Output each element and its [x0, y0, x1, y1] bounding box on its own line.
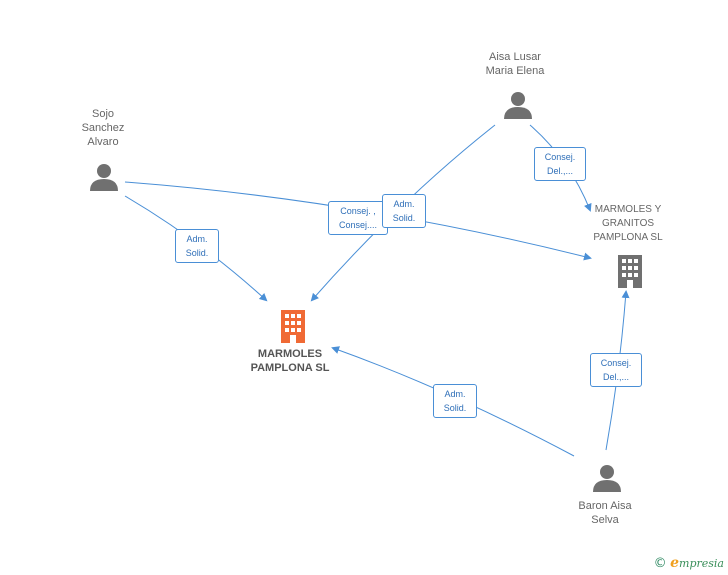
edge-label-aisa-granitos[interactable]: Consej. Del.,...: [534, 147, 586, 181]
brand-logo-initial: e: [670, 555, 680, 571]
edge-label-aisa-pamplona[interactable]: Adm. Solid.: [382, 194, 426, 228]
brand-logo-text: mpresia: [679, 557, 724, 570]
person-label-sojo: Sojo Sanchez Alvaro: [81, 108, 125, 148]
brand-watermark: © empresia: [654, 555, 724, 571]
person-label-aisa: Aisa Lusar Maria Elena: [485, 51, 545, 77]
person-label-baron: Baron Aisa Selva: [578, 500, 632, 526]
company-label-marmoles-granitos: MARMOLES Y GRANITOS PAMPLONA SL: [593, 204, 663, 243]
building-icon[interactable]: [615, 254, 645, 288]
edge-label-sojo-granitos[interactable]: Consej. , Consej....: [328, 201, 388, 235]
edge-label-baron-pamplona[interactable]: Adm. Solid.: [433, 384, 477, 418]
edge-label-sojo-pamplona[interactable]: Adm. Solid.: [175, 229, 219, 263]
copyright-icon: ©: [653, 556, 667, 571]
person-icon[interactable]: [89, 162, 119, 192]
company-label-marmoles-pamplona: MARMOLES PAMPLONA SL: [250, 348, 330, 374]
person-icon[interactable]: [503, 90, 533, 120]
person-icon[interactable]: [592, 463, 622, 493]
edge-label-baron-granitos[interactable]: Consej. Del.,...: [590, 353, 642, 387]
building-icon-main[interactable]: [278, 309, 308, 343]
